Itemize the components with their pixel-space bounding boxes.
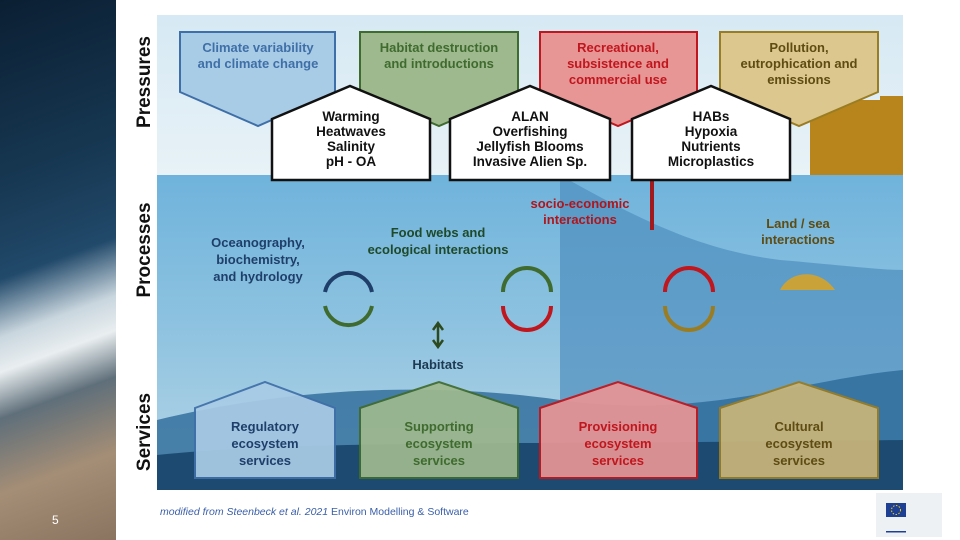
row-label-pressures: Pressures (134, 36, 155, 128)
cycle-arrows-icon (663, 266, 715, 332)
double-arrow-icon (431, 320, 445, 350)
oceanography-label: Oceanography,biochemistry,and hydrology (211, 235, 305, 284)
slide-number: 5 (52, 513, 59, 527)
row-label-services: Services (134, 393, 155, 471)
european-commission-logo (876, 493, 942, 537)
row-label-processes: Processes (134, 202, 155, 297)
cycle-arrows-icon (501, 266, 553, 332)
ocean-wave-photo (0, 0, 116, 540)
source-caption: modified from Steenbeck et al. 2021 Envi… (160, 506, 469, 518)
ecosystem-diagram: Pressures Processes Services Climate var… (134, 15, 903, 490)
cycle-arrows-icon (323, 270, 374, 328)
sediment-pile-icon (780, 274, 835, 290)
seabed-deep (157, 440, 903, 490)
habitats-label: Habitats (412, 357, 463, 372)
